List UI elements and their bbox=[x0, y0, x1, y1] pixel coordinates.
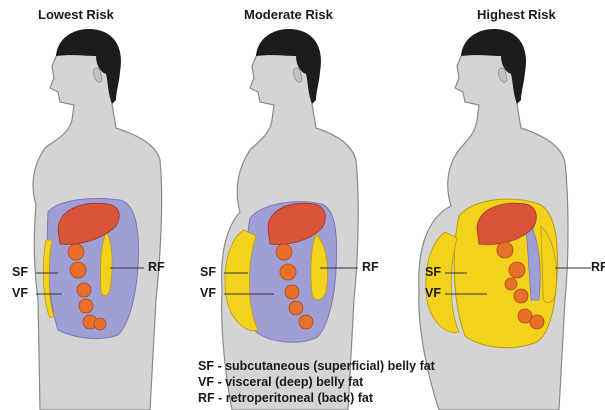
vf-label: VF bbox=[425, 286, 441, 300]
legend-item-rf: RF - retroperitoneal (back) fat bbox=[198, 390, 435, 406]
panel-title: Highest Risk bbox=[477, 7, 556, 22]
vf-label: VF bbox=[12, 286, 28, 300]
sf-label: SF bbox=[425, 265, 441, 279]
legend-item-vf: VF - visceral (deep) belly fat bbox=[198, 374, 435, 390]
sf-label: SF bbox=[12, 265, 28, 279]
panel-lowest-risk: Lowest Risk SF VF RF bbox=[0, 0, 200, 410]
panel-moderate-risk: Moderate Risk SF VF RF bbox=[200, 0, 400, 410]
rf-label: RF bbox=[362, 260, 379, 274]
panel-title: Moderate Risk bbox=[244, 7, 333, 22]
rf-label: RF bbox=[591, 260, 605, 274]
panel-highest-risk: Highest Risk SF VF RF bbox=[405, 0, 605, 410]
rf-label: RF bbox=[148, 260, 165, 274]
torso-illustration-moderate bbox=[200, 0, 400, 410]
legend-item-sf: SF - subcutaneous (superficial) belly fa… bbox=[198, 358, 435, 374]
torso-illustration-highest bbox=[405, 0, 605, 410]
panel-title: Lowest Risk bbox=[38, 7, 114, 22]
torso-illustration-lowest bbox=[0, 0, 200, 410]
sf-label: SF bbox=[200, 265, 216, 279]
vf-label: VF bbox=[200, 286, 216, 300]
legend: SF - subcutaneous (superficial) belly fa… bbox=[198, 358, 435, 406]
